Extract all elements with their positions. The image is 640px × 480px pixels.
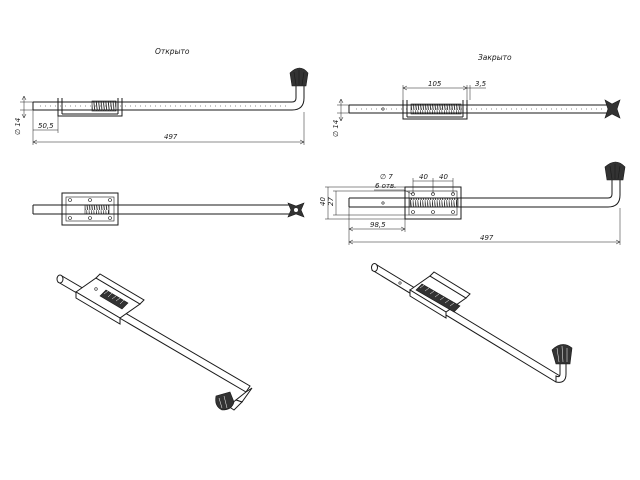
closed-diameter-dim: ∅ 14	[332, 120, 340, 137]
open-diameter-dim: ∅ 14	[14, 118, 22, 135]
knob-end-icon	[604, 99, 621, 119]
hole-pitch-1-dim: 40	[419, 173, 428, 181]
height-outer-dim: 40	[319, 197, 327, 206]
hole-diameter-callout: ∅ 7	[380, 173, 393, 181]
open-length-dim: 497	[164, 133, 178, 141]
closed-gap-dim: 3,5	[475, 80, 487, 88]
closed-isometric-view	[371, 263, 573, 383]
spring	[91, 100, 117, 112]
open-offset-dim: 50,5	[38, 122, 54, 130]
hole-count-callout: 6 отв.	[375, 182, 396, 190]
front-length-dim: 497	[480, 234, 494, 242]
closed-front-view: 40 40 ∅ 7 6 отв. 40 27 98,5 497	[319, 161, 626, 245]
open-front-view	[32, 192, 305, 226]
spring-compressed	[410, 103, 462, 115]
open-isometric-view	[56, 273, 253, 411]
open-side-view: Открыто ∅ 14 50,5	[14, 47, 309, 145]
closed-side-view: Закрыто 105 3,5 ∅ 14	[332, 53, 621, 137]
front-offset-dim: 98,5	[370, 221, 386, 229]
closed-title: Закрыто	[478, 53, 512, 62]
closed-housing-dim: 105	[428, 80, 442, 88]
knob-icon	[215, 391, 235, 411]
height-inner-dim: 27	[327, 197, 335, 206]
hole-pitch-2-dim: 40	[439, 173, 448, 181]
open-title: Открыто	[155, 47, 190, 56]
